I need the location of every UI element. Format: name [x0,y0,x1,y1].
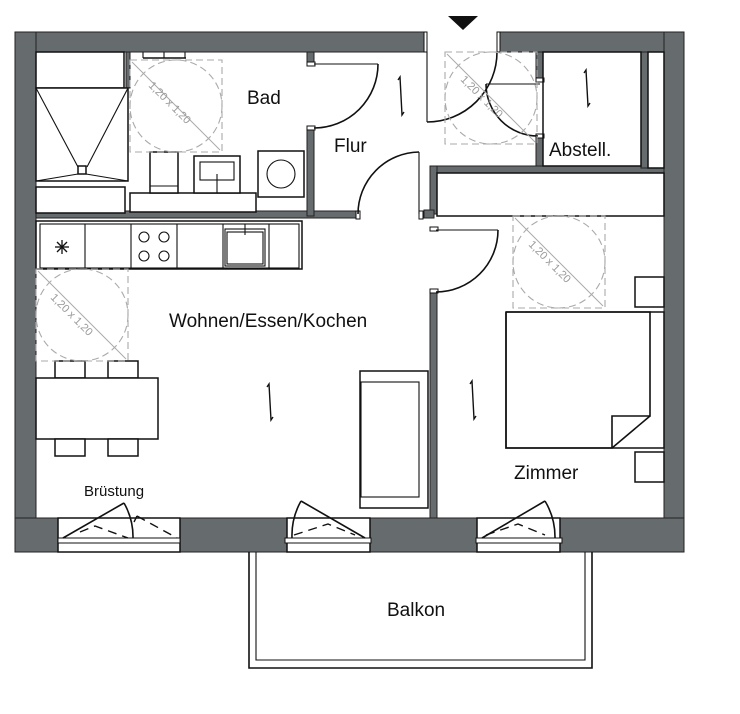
clearance-zone-bath: 1,20 x 1,20 [129,59,223,153]
windows [57,500,563,553]
entrance-arrow-icon [448,16,478,30]
washing-machine [257,150,305,198]
arrow-icon-wohnen [266,381,274,423]
room-labels: Bad Flur Abstell. Wohnen/Essen/Kochen Zi… [84,88,611,621]
arrow-icon-abstell [583,67,591,109]
stove-icon [138,231,170,262]
arrow-icon-zimmer [469,378,477,422]
room-label-bad: Bad [247,88,281,109]
exterior-walls [14,31,685,553]
clearance-zone-kitchen: 1,20 x 1,20 [35,268,129,362]
svg-text:1,20 x 1,20: 1,20 x 1,20 [458,74,505,121]
balcony [248,552,593,669]
room-label-wohnen: Wohnen/Essen/Kochen [169,311,367,332]
arrow-icon-flur [397,74,405,118]
bedroom-furniture [436,172,665,483]
abstell-room [542,51,642,167]
clearance-zone-entrance: 1,20 x 1,20 [444,51,538,145]
room-label-zimmer: Zimmer [514,463,579,484]
dining-table [35,360,159,457]
kitchen-counter [35,220,303,270]
room-label-balkon: Balkon [387,600,445,621]
svg-text:1,20 x 1,20: 1,20 x 1,20 [48,292,95,339]
svg-text:1,20 x 1,20: 1,20 x 1,20 [146,80,193,127]
slope-indicators [266,67,591,423]
sofa [359,370,429,509]
sink-icon [224,224,266,267]
bath-fixtures [129,150,305,213]
toilet [149,151,179,194]
bath-window [142,52,186,59]
room-label-flur: Flur [334,136,367,157]
door-jambs [306,31,545,294]
room-label-abstell: Abstell. [549,140,611,161]
annotation-bruestung: Brüstung [84,483,144,500]
fridge-icon [55,240,69,254]
abstell-shelf [647,51,665,169]
clearance-zone-bedroom: 1,20 x 1,20 [512,215,606,309]
svg-text:1,20 x 1,20: 1,20 x 1,20 [526,239,573,286]
shower-tray [35,51,129,214]
